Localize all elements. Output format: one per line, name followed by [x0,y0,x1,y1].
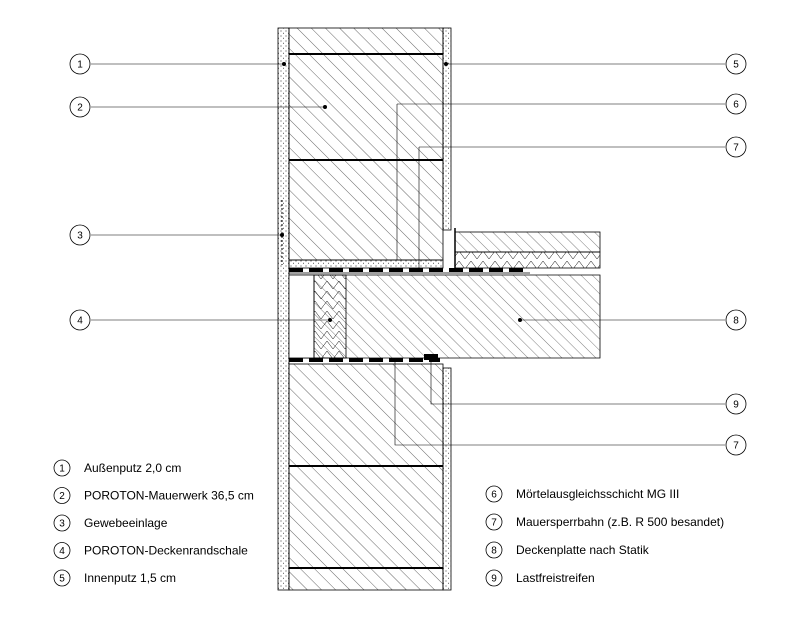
callout-7-6-number: 7 [733,143,739,154]
leader-9 [430,358,725,405]
load-free-strip [424,354,438,360]
legend-left-marker-4: 5 [53,569,71,587]
floor-insulation [454,251,601,269]
floor-screed [454,231,601,253]
legend-right-marker-2: 8 [485,541,503,559]
callout-1-0-number: 1 [77,60,83,71]
legend-left-marker-3: 4 [53,542,71,559]
leader-5-dot [444,62,448,66]
legend-right-text-0: Mörtelausgleichsschicht MG III [516,487,679,501]
legend-left-text-4: Innenputz 1,5 cm [84,571,176,585]
callout-7-9-number: 7 [733,441,739,452]
legend-right-marker-2-number: 8 [491,546,497,557]
legend-left-marker-3-number: 4 [59,546,65,557]
legend-left-marker-2: 3 [53,514,71,532]
leader-7b [394,362,725,446]
callout-8-7-number: 8 [733,316,739,327]
legend-right-marker-1-number: 7 [491,518,497,529]
leader-4-dot [328,318,332,322]
leader-3-dot [280,233,284,237]
legend-right-marker-0-number: 6 [491,490,497,501]
exterior-plaster [277,27,290,591]
callout-4-3: 4 [69,309,91,331]
callout-7-9: 7 [725,434,747,456]
interior-plaster-lower [442,367,452,591]
legend-right-marker-3-number: 9 [491,574,497,585]
callout-2-1: 2 [69,96,91,118]
callout-5-4-number: 5 [733,60,739,71]
legend-left-text-1: POROTON-Mauerwerk 36,5 cm [84,489,254,503]
legend-left-text-2: Gewebeeinlage [84,516,168,530]
interior-plaster-upper [442,27,452,231]
lower-masonry-wall [288,363,444,591]
callout-2-1-number: 2 [77,103,83,114]
legend-left-marker-1: 2 [53,487,71,504]
legend-left-marker-1-number: 2 [59,491,65,502]
callout-6-5: 6 [725,93,747,115]
leader-8-dot [518,318,522,322]
callout-1-0: 1 [69,53,91,75]
slab-edge-shell [288,274,315,359]
legend-left-marker-2-number: 3 [59,519,65,530]
callout-4-3-number: 4 [77,316,83,327]
callout-5-4: 5 [725,53,747,75]
leader-1-dot [282,62,286,66]
legend-left-marker-4-number: 5 [59,574,65,585]
callout-3-2-number: 3 [77,231,83,242]
callout-6-5-number: 6 [733,100,739,111]
legend-right-text-2: Deckenplatte nach Statik [516,543,650,557]
callout-9-8-number: 9 [733,400,739,411]
legend-right-text-1: Mauersperrbahn (z.B. R 500 besandet) [516,515,724,529]
slab-edge-insulation [313,274,347,359]
callout-3-2: 3 [69,224,91,246]
legend-left-marker-0-number: 1 [59,464,65,475]
callout-7-6: 7 [725,136,747,158]
legend-right-marker-1: 7 [485,513,503,531]
callout-9-8: 9 [725,393,747,415]
leader-2-dot [323,105,327,109]
legend-right-marker-3: 9 [485,569,503,587]
legend-left-text-0: Außenputz 2,0 cm [84,461,181,475]
mortar-levelling-layer [288,259,444,269]
legend-right-text-3: Lastfreistreifen [516,571,595,585]
legend-left-marker-0: 1 [53,459,71,477]
legend-right-marker-0: 6 [485,485,503,503]
upper-masonry-wall [288,27,444,261]
callout-8-7: 8 [725,309,747,331]
legend-left-text-3: POROTON-Deckenrandschale [84,544,248,558]
